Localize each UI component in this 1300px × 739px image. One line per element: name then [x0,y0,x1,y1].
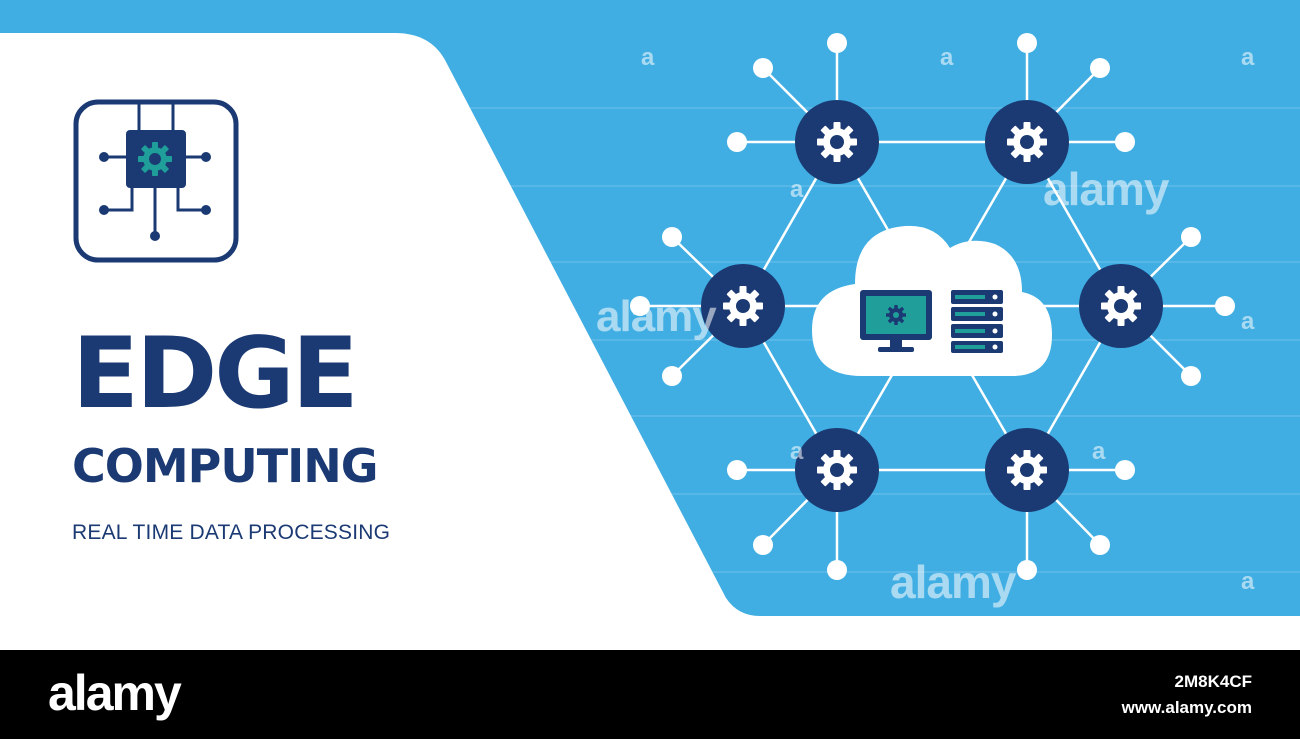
footer-url: www.alamy.com [1121,698,1252,717]
watermark: alamy [596,292,717,341]
title-sub: COMPUTING [72,439,378,493]
watermark-mark: a [1241,308,1254,335]
blue-background-panel [0,0,1300,616]
gear-node-bottom-right [985,428,1069,512]
server-rack-icon [951,290,1003,353]
watermark-mark: a [492,174,505,201]
watermark-mark: a [1092,438,1105,465]
title-main: EDGE [72,317,359,431]
footer-bar: alamy 2M8K4CF www.alamy.com [0,650,1300,739]
watermark: alamy [1043,163,1169,215]
monitor-gear-icon [860,290,932,352]
watermark-mark: a [940,44,953,71]
chip-gear-icon [73,99,239,263]
image-id: 2M8K4CF [1174,672,1252,691]
gear-node-top-right [985,100,1069,184]
watermark-mark: a [1241,568,1254,595]
tagline: REAL TIME DATA PROCESSING [72,521,391,544]
watermark-mark: a [1241,44,1254,71]
watermark-mark: a [790,438,803,465]
gear-node-top-left [795,100,879,184]
watermark: alamy [890,556,1016,608]
gear-node-right [1079,264,1163,348]
gear-node-left [701,264,785,348]
leaf-nodes [630,33,1235,580]
network-illustration [0,0,1300,616]
watermark-mark: a [790,176,803,203]
gear-node-bottom-left [795,428,879,512]
watermark-mark: a [641,44,654,71]
title-block: EDGE COMPUTING REAL TIME DATA PROCESSING [72,325,390,545]
footer-logo: alamy [48,665,182,721]
